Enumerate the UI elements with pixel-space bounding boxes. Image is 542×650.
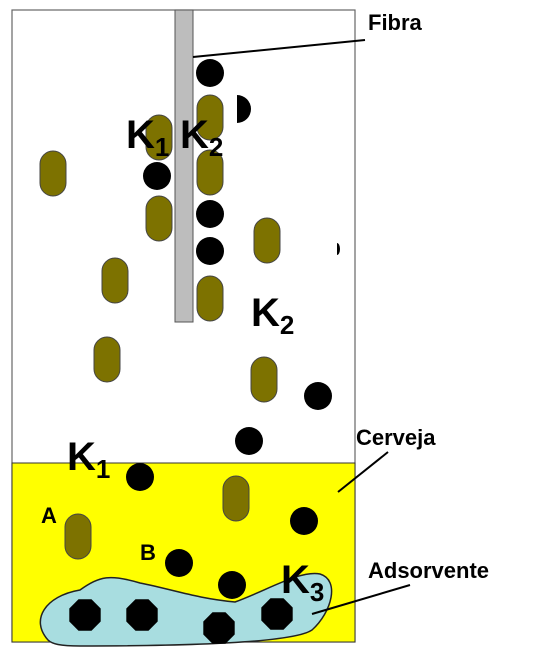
species-a-molecule — [253, 217, 281, 264]
species-a-molecule — [93, 336, 121, 383]
adsorvente-leader-line — [311, 584, 411, 615]
adsorbed-particle — [261, 598, 293, 630]
cerveja-label: Cerveja — [356, 425, 436, 450]
species-a-molecule — [196, 275, 224, 322]
adsorbed-particle — [69, 599, 101, 631]
adsorbed-particle — [203, 612, 235, 644]
species-a-molecule — [196, 94, 224, 141]
adsorbent-phase — [39, 572, 333, 647]
species-a-molecules — [39, 94, 281, 560]
species-a-molecule — [101, 257, 129, 304]
k1-top-label: K1 — [126, 113, 169, 162]
species-b-molecule — [196, 200, 224, 228]
species-a-molecule — [145, 114, 173, 161]
species-b-molecule — [290, 507, 318, 535]
adsorbed-particles — [69, 598, 293, 644]
species-a-molecule — [145, 195, 173, 242]
k3-label: K3 — [281, 558, 324, 607]
adsorbed-particle — [126, 599, 158, 631]
species-b-molecule — [126, 463, 154, 491]
species-b-molecule — [218, 571, 246, 599]
species-b-molecule — [196, 237, 224, 265]
species-b-molecule — [143, 162, 171, 190]
species-a-molecule — [64, 513, 92, 560]
species-b-molecule — [235, 427, 263, 455]
fibra-leader-line — [192, 39, 366, 58]
spme-fiber — [174, 9, 194, 323]
adsorvente-label: Adsorvente — [368, 558, 489, 583]
species-b-molecule — [304, 382, 332, 410]
k1-bottom-label: K1 — [67, 435, 110, 484]
fibra-label: Fibra — [368, 10, 423, 35]
species-a-label: A — [41, 503, 57, 528]
k2-top-label: K2 — [180, 113, 223, 162]
species-b-molecules — [126, 59, 340, 599]
cerveja-leader-line — [337, 451, 389, 493]
species-b-partial — [237, 95, 251, 123]
species-a-molecule — [250, 356, 278, 403]
species-b-molecule — [196, 59, 224, 87]
species-b-label: B — [140, 540, 156, 565]
species-b-fragment — [337, 243, 340, 255]
species-a-molecule — [222, 475, 250, 522]
species-a-molecule — [196, 149, 224, 196]
species-b-molecule — [165, 549, 193, 577]
k2-mid-label: K2 — [251, 291, 294, 340]
species-a-molecule — [39, 150, 67, 197]
